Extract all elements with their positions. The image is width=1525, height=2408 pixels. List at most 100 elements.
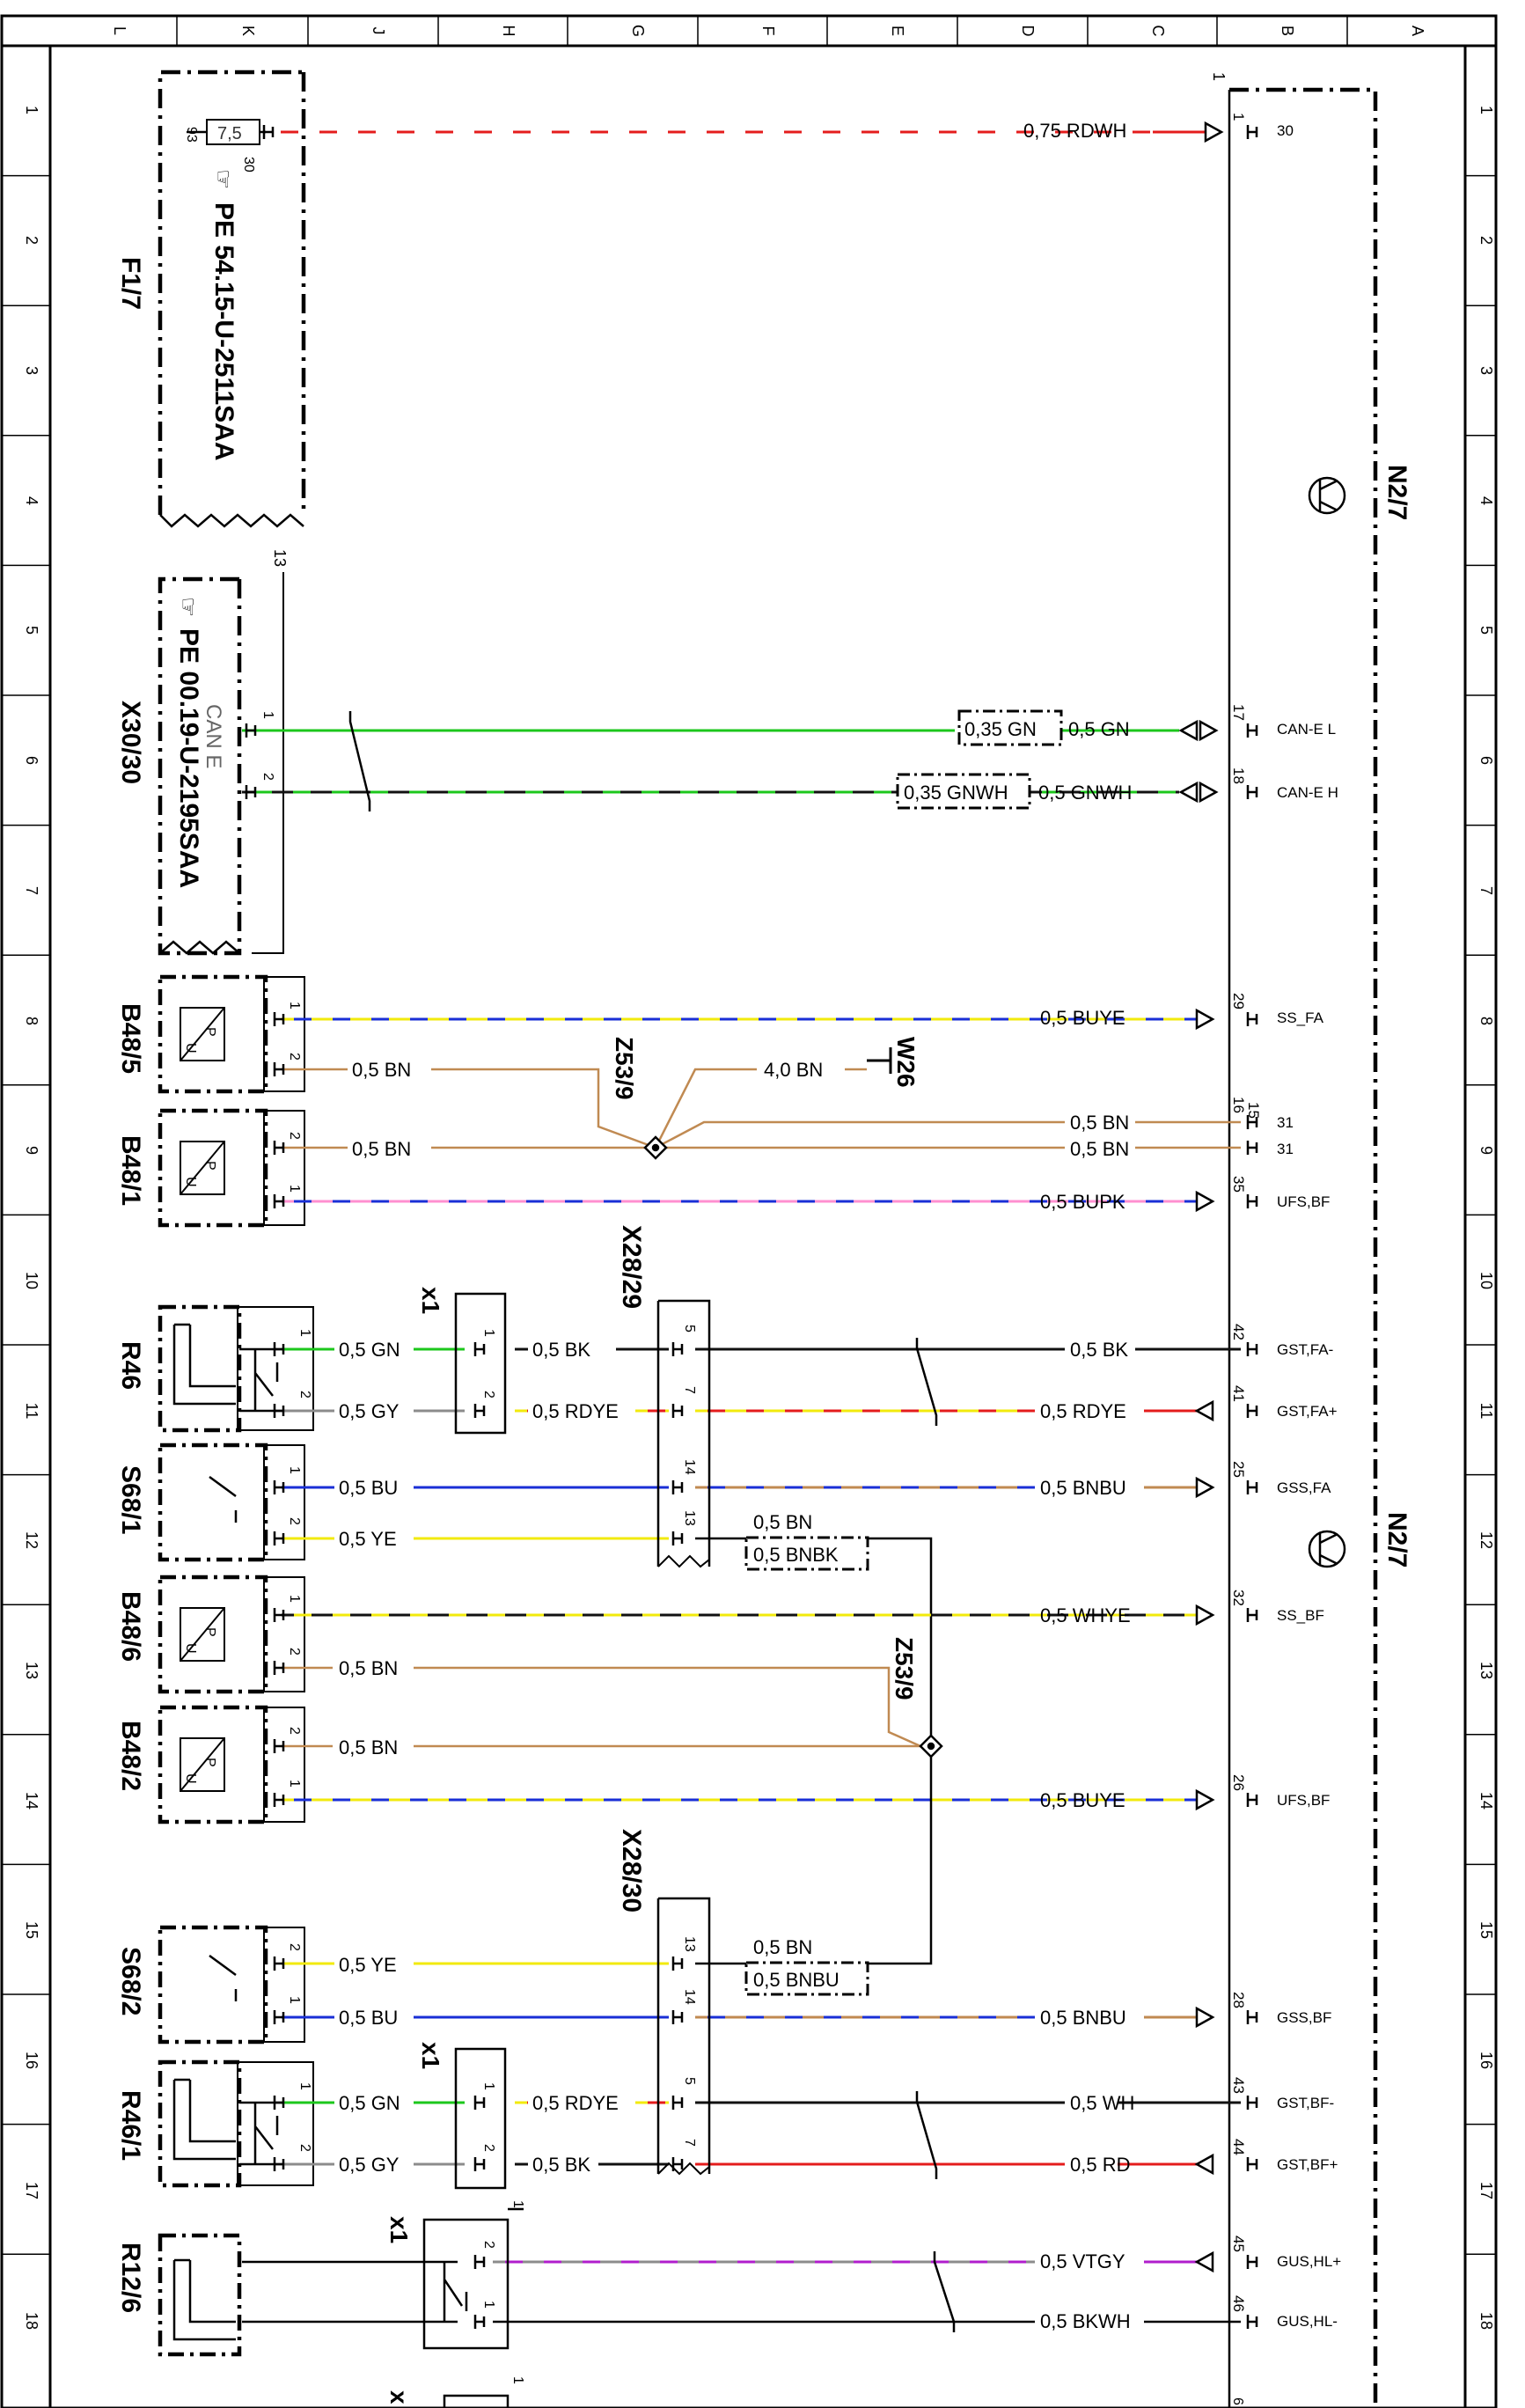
label-can-h: 0,5 GNWH [1038,782,1132,804]
ruler-number-left-16: 16 [23,2052,40,2069]
connector-x1-a [454,1292,507,1435]
pin-x28-29-14 [671,1480,684,1494]
pin-x1c-2 [473,2255,486,2269]
label-f1-out: 0,75 RDWH [1023,120,1126,142]
signal-31a: 31 [1277,1114,1294,1131]
label-r46-1-a-mid: 0,5 RDYE [532,2092,619,2114]
pin-n2-45 [1246,2255,1258,2269]
r12-6-label: R12/6 [116,2243,145,2313]
sensor-b48-1-frame [180,1141,225,1195]
label-b48-6-sig: 0,5 WHYE [1040,1604,1131,1626]
pin-n2-15 [1246,1141,1258,1155]
label-s68-1-b-left: 0,5 YE [339,1528,397,1550]
label-gnd-31b: 0,5 BN [1070,1138,1129,1160]
pin-x28-29-5 [671,1342,684,1356]
x1-c-label: x1 [385,2216,413,2243]
box-s68-2-conn [263,1927,305,2043]
sensor-b48-2-frame [180,1737,225,1792]
fuse-value: 7,5 [217,124,242,143]
box-b48-2 [158,1705,268,1824]
ruler-number-left-1: 1 [23,106,40,114]
x28-30-pin-14: 14 [682,1989,697,2005]
pin-16: 16 [1230,1097,1247,1113]
ruler-number-right-3: 3 [1477,366,1495,375]
z53-9-label-top: Z53/9 [611,1037,638,1100]
r46-label: R46 [116,1341,145,1390]
alt-label-boxes [744,709,1063,1996]
box-s68-2 [158,1925,268,2045]
ruler-number-left-9: 9 [23,1146,40,1155]
pin-x30-1 [245,723,257,738]
s68-1-pin-2: 2 [287,1517,302,1525]
ruler-number-left-13: 13 [23,1662,40,1679]
label-b48-6-gnd: 0,5 BN [339,1657,398,1679]
splice-z53-9-bottom [919,1734,943,1758]
r46-pin-2: 2 [297,1391,312,1399]
pin-b48-5-1 [273,1012,285,1026]
label-b48-1-gnd: 0,5 BN [352,1138,411,1160]
arrow-f1 [1204,121,1224,143]
next-pin-number: 6 [1230,2397,1245,2405]
ruler-number-left-6: 6 [23,756,40,765]
signal-gst-bf-plus: GST,BF+ [1277,2156,1338,2173]
pin-18: 18 [1230,767,1247,784]
x28-30-label: X28/30 [617,1829,646,1912]
pin-n2-44 [1246,2157,1258,2171]
ruler-number-right-17: 17 [1477,2182,1495,2199]
twist-r46 [915,1338,938,1426]
label-r46-b-mid: 0,5 RDYE [532,1400,619,1422]
b48-2-label: B48/2 [116,1721,145,1791]
label-can-h-box: 0,35 GNWH [904,782,1008,804]
sensor-b48-2-p: P [202,1758,217,1767]
arrow-r46-b [1194,1399,1214,1422]
pin-x28-30-5 [671,2096,684,2110]
pin-n2-26 [1246,1793,1258,1807]
connector-x1-b [454,2047,507,2190]
x28-29-label: X28/29 [617,1225,646,1309]
pin-n2-32 [1246,1608,1258,1622]
z53-9-label-bottom: Z53/9 [891,1637,918,1700]
ruler-number-left-17: 17 [23,2182,40,2199]
x28-30-pin-7: 7 [682,2139,697,2147]
r46-switch [239,1347,290,1413]
x1-c-pin-1: 1 [481,2301,496,2309]
switch-s68-2 [209,1954,238,2001]
s68-1-label: S68/1 [116,1465,145,1534]
x1-c-pin-2: 2 [481,2241,496,2249]
pin-n2-43 [1246,2096,1258,2110]
side-rulers [2,174,1496,2255]
ruler-number-right-10: 10 [1477,1272,1495,1289]
pin-46: 46 [1230,2295,1247,2312]
f1-7-reference: PE 54.15-U-2511SAA [209,202,238,461]
ruler-number-right-8: 8 [1477,1017,1495,1025]
pin-x28-30-13 [671,1956,684,1971]
pin-15: 15 [1245,1102,1262,1119]
signal-gst-fa-plus: GST,FA+ [1277,1403,1338,1420]
label-r46-b-left: 0,5 GY [339,1400,400,1422]
ruler-number-right-5: 5 [1477,626,1495,635]
arrow-s68-1 [1195,1476,1215,1499]
twist-can [348,711,371,811]
pin-x1a-1 [473,1342,486,1356]
signal-gss-fa: GSS,FA [1277,1479,1331,1496]
box-b48-6 [158,1575,268,1694]
hand-pointer-icon: ☞ [175,597,202,617]
inline-pin-numbers: 5 7 14 13 13 14 5 7 1 2 1 2 2 1 1 2 1 2 … [260,711,697,2309]
ruler-number-right-11: 11 [1477,1403,1495,1420]
fuse-pin-out: 30 [241,157,256,173]
label-r12-6-b: 0,5 BKWH [1040,2310,1131,2332]
b48-2-pin-2: 2 [287,1727,302,1735]
signal-ss-fa: SS_FA [1277,1009,1324,1026]
r46-1-pin-1: 1 [297,2082,312,2090]
pin-n2-30 [1246,125,1258,139]
resistor-r46 [172,1323,236,1406]
wire-s68-1-b-4 [868,1537,933,1736]
ruler-number-right-4: 4 [1477,496,1495,505]
sensor-b48-1-diag [180,1141,225,1195]
signal-30: 30 [1277,122,1294,139]
box-b48-5 [158,974,268,1094]
ruler-number-right-6: 6 [1477,756,1495,765]
pin-42: 42 [1230,1324,1247,1340]
arrow-b48-5 [1195,1008,1215,1031]
ruler-number-right-1: 1 [1477,106,1495,114]
